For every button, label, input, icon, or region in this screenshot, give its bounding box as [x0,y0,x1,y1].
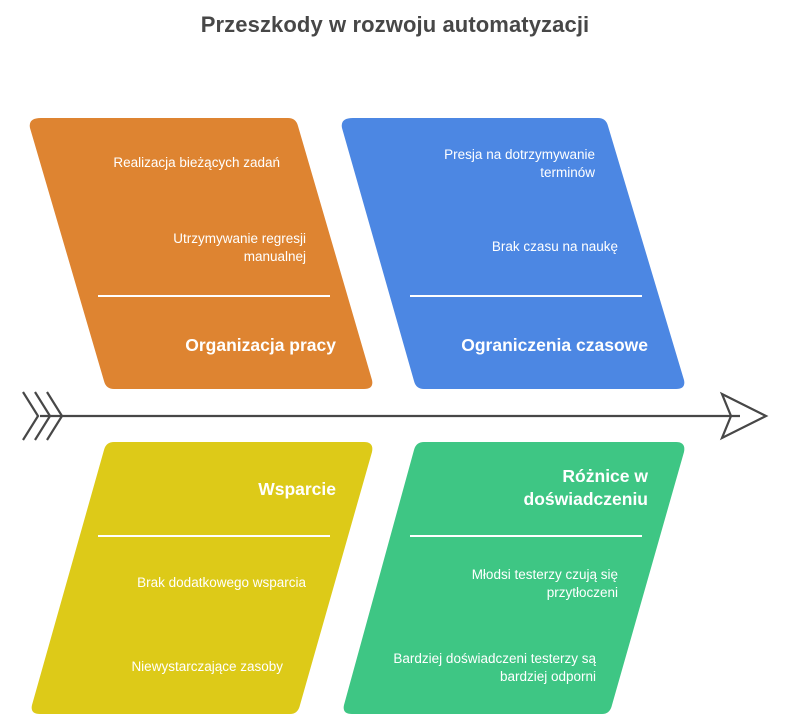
arrow-head-icon [719,391,769,441]
tail-chevron-2 [34,391,52,441]
tail-chevron-1 [22,391,40,441]
category-label: Ograniczenia czasowe [461,335,648,355]
category-box-doswiadczenie [343,442,685,714]
cause-item: Presja na dotrzymywanie terminów [444,147,595,180]
fishbone-spine [22,391,769,441]
cause-item: Utrzymywanie regresji manualnej [173,231,306,264]
cause-item: Brak czasu na naukę [491,239,618,254]
category-box-wsparcie [31,442,373,714]
category-box-organizacja [29,118,373,389]
cause-item: Niewystarczające zasoby [131,659,283,674]
tail-chevron-3 [46,391,64,441]
cause-item: Młodsi testerzy czują się przytłoczeni [471,567,618,600]
cause-item: Bardziej doświadczeni testerzy są bardzi… [393,651,596,684]
category-label: Wsparcie [258,479,336,499]
diagram-title: Przeszkody w rozwoju automatyzacji [200,12,590,37]
cause-item: Realizacja bieżących zadań [113,155,280,170]
category-label: Różnice w doświadczeniu [523,466,648,509]
category-box-czasowe [341,118,685,389]
cause-item: Brak dodatkowego wsparcia [137,575,306,590]
category-label: Organizacja pracy [185,335,336,355]
